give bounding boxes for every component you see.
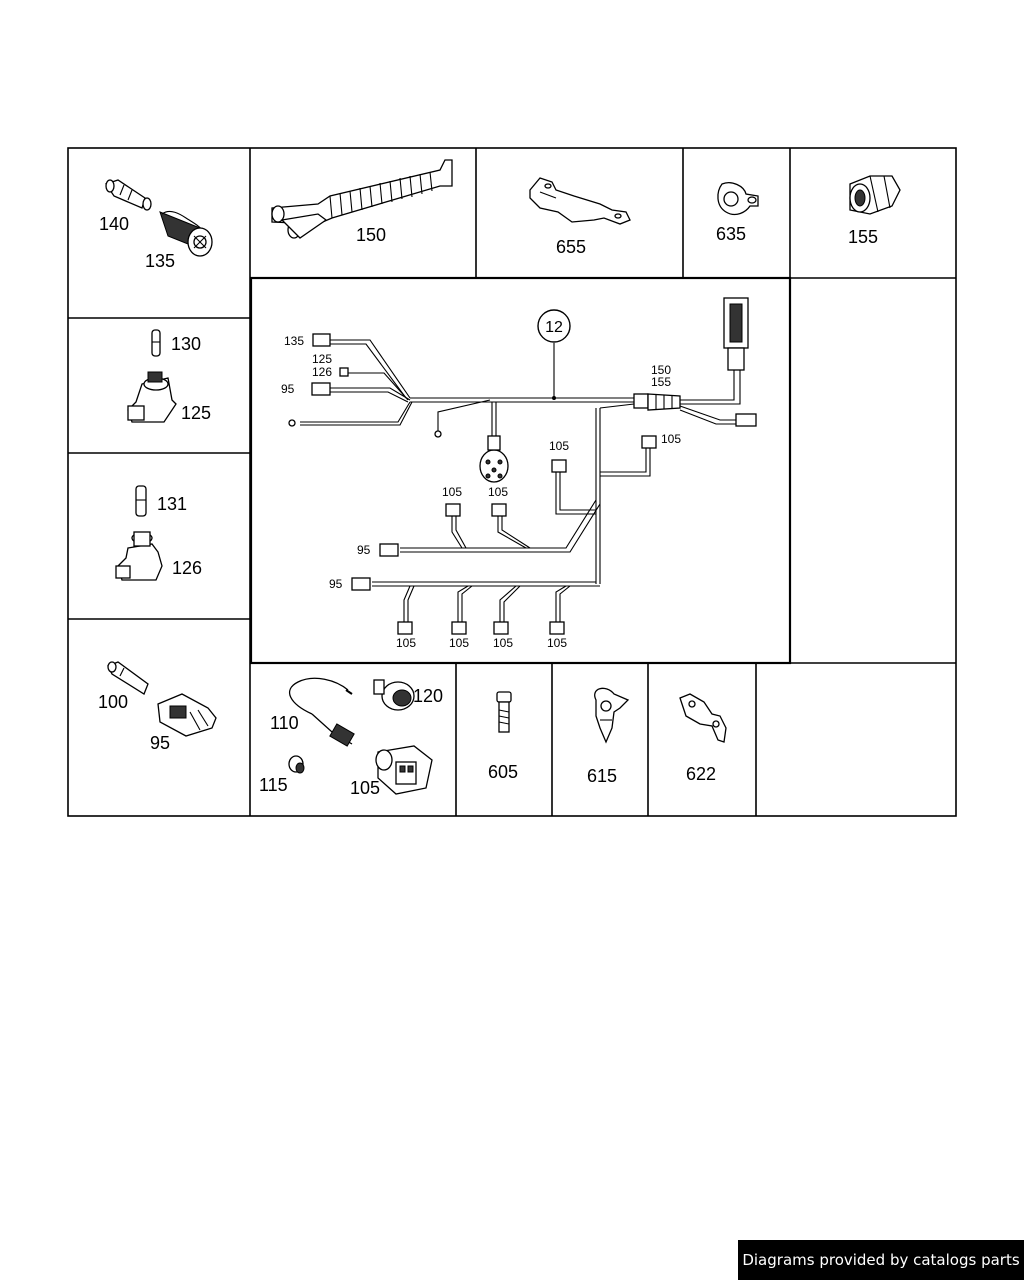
harness-label-105-mid: 105 <box>549 439 569 453</box>
harness-label-150: 150 <box>651 363 671 377</box>
part-label-126: 126 <box>172 558 202 578</box>
part-label-655: 655 <box>556 237 586 257</box>
part-label-635: 635 <box>716 224 746 244</box>
part-label-95: 95 <box>150 733 170 753</box>
wiring-harness-12 <box>288 297 757 635</box>
harness-label-126: 126 <box>312 365 332 379</box>
part-label-120: 120 <box>413 686 443 706</box>
part-label-140: 140 <box>99 214 129 234</box>
part-label-622: 622 <box>686 764 716 784</box>
part-label-110: 110 <box>270 713 299 733</box>
part-label-100: 100 <box>98 692 128 712</box>
part-615-illustration <box>594 687 630 744</box>
harness-label-95-middle: 95 <box>357 543 371 557</box>
harness-label-105-bottom-4: 105 <box>547 636 567 650</box>
harness-label-125: 125 <box>312 352 332 366</box>
part-label-105: 105 <box>350 778 380 798</box>
footer-credit-text: Diagrams provided by catalogs parts <box>742 1251 1020 1269</box>
harness-label-95-top: 95 <box>281 382 295 396</box>
part-130-illustration <box>151 329 161 357</box>
part-label-150: 150 <box>356 225 386 245</box>
harness-label-105-bottom-1: 105 <box>396 636 416 650</box>
part-115-illustration <box>288 755 305 774</box>
part-110-illustration <box>288 677 355 747</box>
harness-label-105-right: 105 <box>661 432 681 446</box>
part-label-125: 125 <box>181 403 211 423</box>
footer-credit: Diagrams provided by catalogs parts <box>738 1240 1024 1280</box>
harness-label-105-upper-center: 105 <box>488 485 508 499</box>
harness-label-135: 135 <box>284 334 304 348</box>
part-label-131: 131 <box>157 494 187 514</box>
part-label-155: 155 <box>848 227 878 247</box>
harness-label-105-bottom-3: 105 <box>493 636 513 650</box>
part-95-illustration <box>157 693 217 737</box>
part-label-130: 130 <box>171 334 201 354</box>
part-125-illustration <box>127 371 177 423</box>
part-100-illustration <box>107 661 149 695</box>
part-label-605: 605 <box>488 762 518 782</box>
part-135-illustration <box>159 210 213 257</box>
part-105-illustration <box>375 745 433 795</box>
harness-label-155: 155 <box>651 375 671 389</box>
part-155-illustration <box>849 175 901 215</box>
part-label-135: 135 <box>145 251 175 271</box>
harness-label-95-lower: 95 <box>329 577 343 591</box>
part-605-illustration <box>496 691 512 733</box>
part-140-illustration <box>104 179 152 211</box>
part-635-illustration <box>717 182 759 216</box>
harness-label-105-upper-left: 105 <box>442 485 462 499</box>
harness-label-105-bottom-2: 105 <box>449 636 469 650</box>
part-label-615: 615 <box>587 766 617 786</box>
part-655-illustration <box>529 177 631 225</box>
callout-label: 12 <box>545 319 563 336</box>
part-label-115: 115 <box>259 775 288 795</box>
callout-circle <box>537 309 571 343</box>
part-126-illustration <box>115 531 163 581</box>
part-622-illustration <box>679 693 727 743</box>
part-131-illustration <box>135 485 147 517</box>
grid-frame <box>67 147 957 817</box>
part-150-illustration <box>271 159 453 239</box>
part-120-illustration <box>373 679 415 711</box>
